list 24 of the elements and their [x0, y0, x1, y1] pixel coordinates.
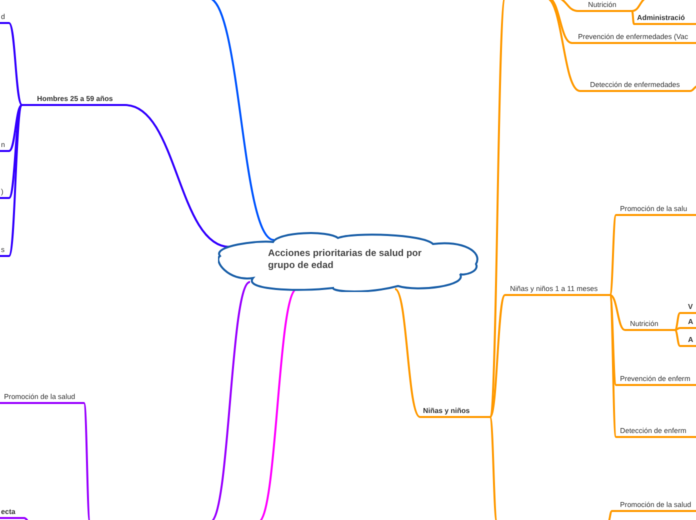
branch-line: [8, 22, 23, 106]
branch-line: [124, 104, 230, 248]
branch-line: [489, 416, 498, 520]
branch-line: [690, 85, 696, 92]
branch-line: [610, 294, 626, 331]
branch-line: [674, 327, 680, 331]
branch-line: [83, 402, 91, 520]
branch-line: [609, 214, 617, 296]
branch-line: [209, 281, 251, 520]
branch-line: [257, 288, 298, 520]
branch-line: [8, 104, 23, 256]
branch-line: [489, 0, 506, 418]
branch-line: [24, 517, 30, 520]
branch-line: [609, 294, 617, 386]
branch-line: [607, 510, 613, 520]
branch-line: [394, 288, 421, 418]
branch-line: [631, 10, 635, 24]
branch-line: [674, 329, 681, 347]
branch-line: [8, 104, 23, 152]
branch-line: [674, 312, 681, 331]
branch-line: [609, 294, 617, 438]
branch-line: [489, 294, 506, 418]
branch-line: [8, 104, 23, 199]
central-topic-title: Acciones prioritarias de salud por grupo de edad: [268, 248, 423, 272]
